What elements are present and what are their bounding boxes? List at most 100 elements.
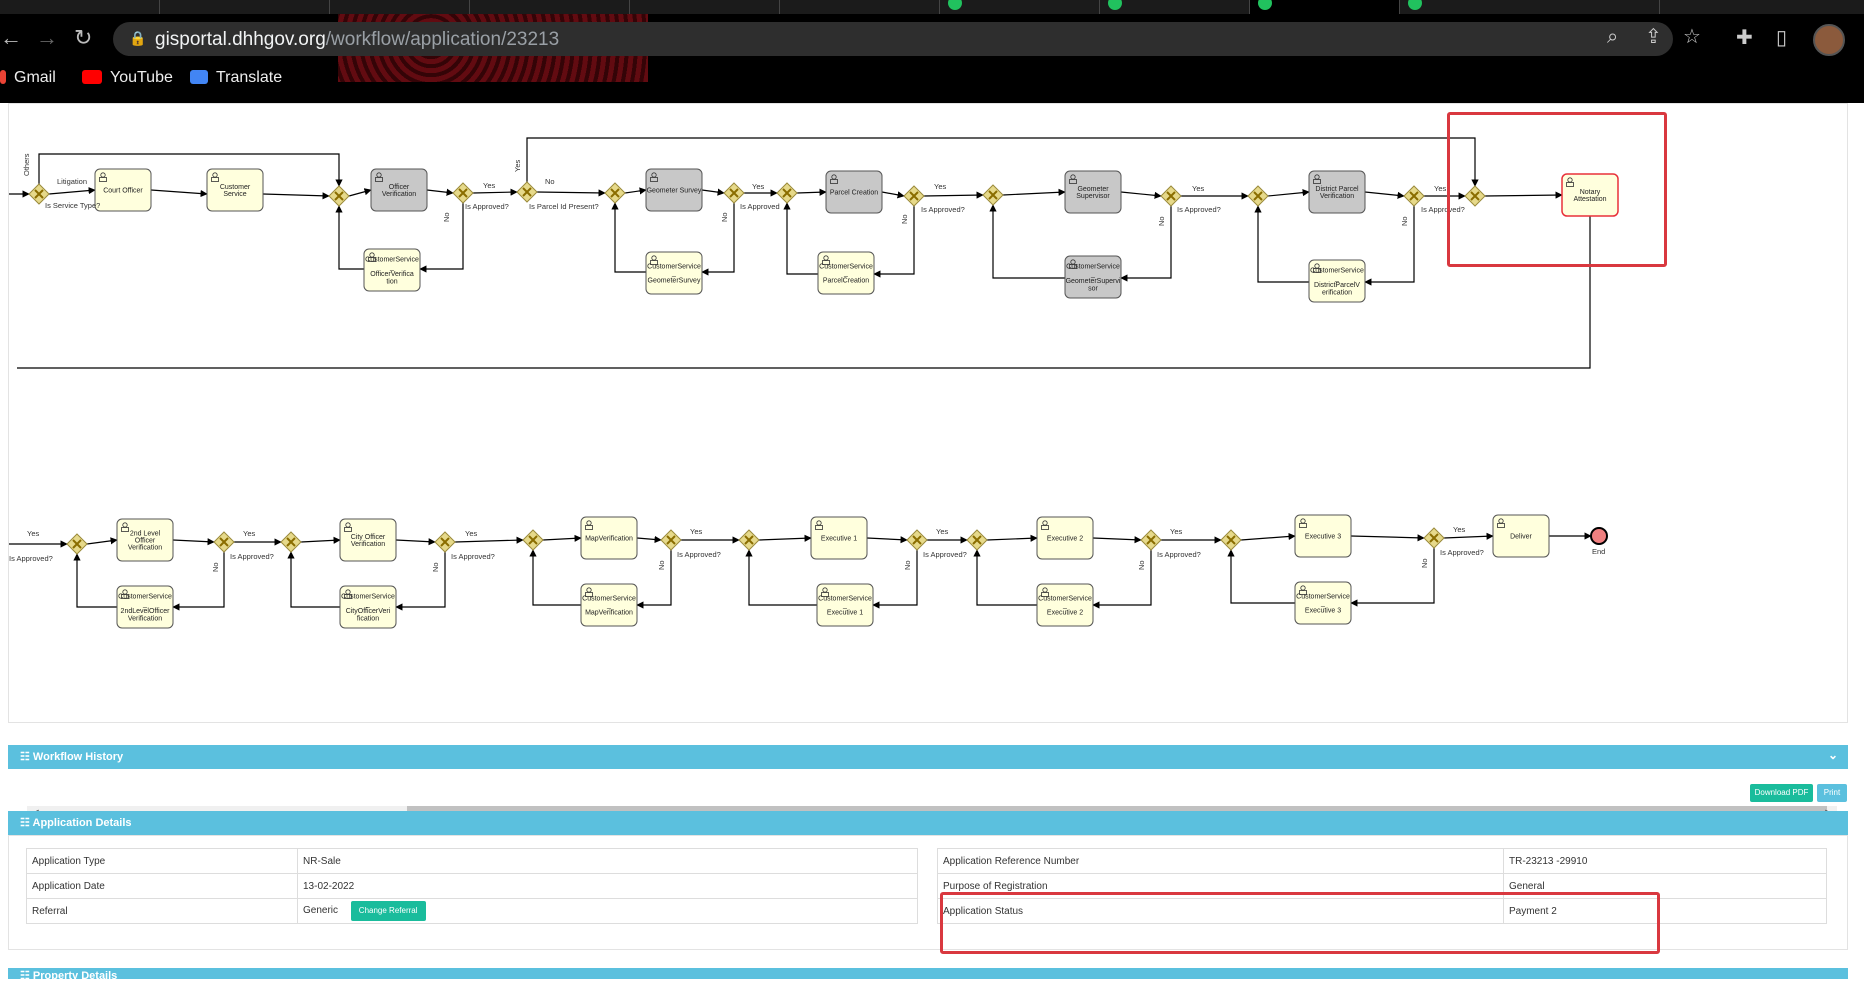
- browser-tab[interactable]: [940, 0, 1100, 14]
- zoom-icon[interactable]: ⌕: [1607, 26, 1619, 48]
- gateway-icon[interactable]: [903, 185, 925, 207]
- application-details-header[interactable]: ☷ Application Details: [8, 811, 1848, 835]
- gateway-icon[interactable]: [452, 182, 474, 204]
- gateway-icon[interactable]: [66, 533, 88, 555]
- detail-label: Referral: [26, 898, 298, 924]
- gateway-icon[interactable]: [328, 185, 350, 207]
- task-cs_exec2[interactable]: CustomerService_Executive 2: [1036, 583, 1094, 627]
- url-text[interactable]: gisportal.dhhgov.org/workflow/applicatio…: [155, 29, 560, 50]
- gateway-icon[interactable]: [1247, 185, 1269, 207]
- gateway-icon[interactable]: [723, 182, 745, 204]
- browser-tab-active[interactable]: [1250, 0, 1400, 14]
- task-deliver[interactable]: Deliver: [1492, 514, 1550, 558]
- task-label: Court Officer: [103, 188, 143, 195]
- browser-tab[interactable]: [0, 0, 160, 14]
- gateway-label: Is Approved?: [1440, 548, 1484, 557]
- change-referral-button[interactable]: Change Referral: [350, 901, 426, 921]
- gateway-icon[interactable]: [1403, 185, 1425, 207]
- browser-tab[interactable]: [160, 0, 330, 14]
- gateway-icon[interactable]: [982, 184, 1004, 206]
- user-task-icon: [585, 520, 593, 530]
- back-icon[interactable]: ←: [0, 25, 22, 50]
- gateway-icon[interactable]: [966, 529, 988, 551]
- gateway-icon[interactable]: [738, 529, 760, 551]
- gateway-icon[interactable]: [660, 529, 682, 551]
- user-task-icon: [815, 520, 823, 530]
- user-task-icon: [585, 587, 593, 597]
- flow-label: Yes: [465, 529, 477, 538]
- browser-tab[interactable]: [630, 0, 780, 14]
- task-parcel[interactable]: Parcel Creation: [825, 170, 883, 214]
- browser-tab[interactable]: [780, 0, 940, 14]
- flow-label: Yes: [1453, 525, 1465, 534]
- gateway-icon[interactable]: [906, 529, 928, 551]
- browser-tab[interactable]: [1100, 0, 1250, 14]
- bookmark-translate[interactable]: Translate: [190, 69, 282, 87]
- gateway-icon[interactable]: [1423, 527, 1445, 549]
- chevron-down-icon[interactable]: ⌄: [1827, 748, 1838, 762]
- browser-tab[interactable]: [330, 0, 470, 14]
- task-label: Deliver: [1510, 534, 1532, 541]
- gateway-icon[interactable]: [1140, 529, 1162, 551]
- end-event-icon[interactable]: [1590, 527, 1608, 545]
- gateway-icon[interactable]: [1160, 185, 1182, 207]
- detail-value: 13-02-2022: [297, 873, 918, 899]
- forward-icon[interactable]: →: [36, 25, 58, 50]
- task-mapver[interactable]: MapVerification: [580, 516, 638, 560]
- browser-tab[interactable]: [1400, 0, 1660, 14]
- task-cs_exec1[interactable]: CustomerService_Executive 1: [816, 583, 874, 627]
- bookmark-gmail[interactable]: Gmail: [0, 69, 56, 87]
- gateway-icon[interactable]: [516, 181, 538, 203]
- profile-avatar[interactable]: [1813, 24, 1845, 56]
- flow-label: No: [545, 177, 555, 186]
- gateway-icon[interactable]: [280, 531, 302, 553]
- gateway-icon[interactable]: [1464, 185, 1486, 207]
- download-pdf-button[interactable]: Download PDF: [1750, 784, 1813, 802]
- extensions-icon[interactable]: ✚: [1736, 27, 1753, 49]
- gateway-icon[interactable]: [213, 531, 235, 553]
- task-cs_geo[interactable]: CustomerService_GeometerSurvey: [645, 251, 703, 295]
- share-icon[interactable]: ⇪: [1645, 26, 1662, 48]
- task-exec2[interactable]: Executive 2: [1036, 516, 1094, 560]
- task-cs_map[interactable]: CustomerService_MapVerification: [580, 583, 638, 627]
- task-label: CustomerService_Executive 1: [818, 595, 872, 616]
- reload-icon[interactable]: ↻: [74, 25, 93, 50]
- user-task-icon: [1041, 587, 1049, 597]
- task-court[interactable]: Court Officer: [94, 168, 152, 212]
- task-cs_exec3[interactable]: CustomerService_Executive 3: [1294, 581, 1352, 625]
- print-button[interactable]: Print: [1817, 784, 1847, 802]
- side-panel-icon[interactable]: ▯: [1776, 27, 1788, 49]
- task-geosur[interactable]: Geometer Survey: [645, 168, 703, 212]
- task-cs_parcel[interactable]: CustomerService_ParcelCreation: [817, 251, 875, 295]
- task-exec1[interactable]: Executive 1: [810, 516, 868, 560]
- bookmark-youtube[interactable]: YouTube: [82, 69, 173, 87]
- gateway-icon[interactable]: [776, 182, 798, 204]
- browser-tab[interactable]: [470, 0, 630, 14]
- gateway-icon[interactable]: [28, 183, 50, 205]
- workflow-history-header[interactable]: ☷ Workflow History ⌄: [8, 745, 1848, 769]
- gateway-label: Is Approved?: [921, 205, 965, 214]
- bookmark-star-icon[interactable]: ☆: [1683, 26, 1701, 48]
- property-details-header[interactable]: ☷ Property Details: [8, 968, 1848, 982]
- gateway-icon[interactable]: [1220, 529, 1242, 551]
- address-bar[interactable]: 🔒 gisportal.dhhgov.org/workflow/applicat…: [113, 22, 1701, 56]
- flow-label: Yes: [243, 529, 255, 538]
- gateway-icon[interactable]: [522, 529, 544, 551]
- task-exec3[interactable]: Executive 3: [1294, 514, 1352, 558]
- gateway-icon[interactable]: [434, 531, 456, 553]
- gateway-icon[interactable]: [604, 182, 626, 204]
